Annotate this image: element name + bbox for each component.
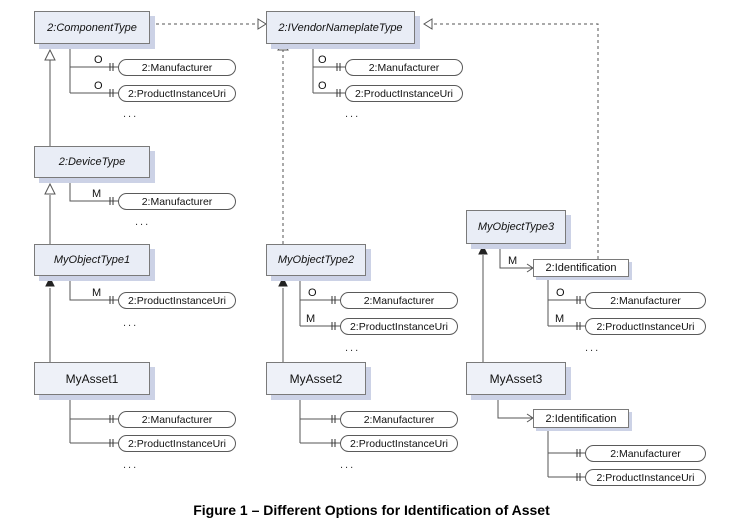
property-product-instance-uri: 2:ProductInstanceUri [118,292,236,309]
property-manufacturer: 2:Manufacturer [340,292,458,309]
ellipsis: ... [585,342,601,354]
property-tick [331,415,336,423]
interface-arrowhead [277,41,289,51]
interface-arrowhead [423,18,433,30]
connector [425,23,599,259]
property-tick [576,473,581,481]
my-asset1-box: MyAsset1 [34,362,150,395]
type-definition-arrowhead [478,244,488,255]
property-tick [109,197,114,205]
modelling-rule-optional: O [308,287,317,299]
ellipsis: ... [135,216,151,228]
modelling-rule-mandatory: M [508,255,518,267]
type-definition-arrowhead [45,276,55,287]
property-manufacturer: 2:Manufacturer [118,193,236,210]
identification-object: 2:Identification [533,409,629,428]
property-product-instance-uri: 2:ProductInstanceUri [340,318,458,335]
connector [69,178,118,202]
ellipsis: ... [123,108,139,120]
property-tick [331,296,336,304]
subtype-arrowhead [44,48,56,61]
modelling-rule-optional: O [94,54,103,66]
my-asset2-box: MyAsset2 [266,362,366,395]
my-object-type3-box: MyObjectType3 [466,210,566,244]
connector [69,276,118,301]
my-object-type1-box: MyObjectType1 [34,244,150,276]
property-tick [331,439,336,447]
property-product-instance-uri: 2:ProductInstanceUri [585,469,706,486]
property-tick [109,63,114,71]
property-product-instance-uri: 2:ProductInstanceUri [585,318,706,335]
ellipsis: ... [123,459,139,471]
property-manufacturer: 2:Manufacturer [585,292,706,309]
property-manufacturer: 2:Manufacturer [118,411,236,428]
figure-caption: Figure 1 – Different Options for Identif… [193,502,550,518]
component-type-box: 2:ComponentType [34,11,150,44]
property-product-instance-uri: 2:ProductInstanceUri [340,435,458,452]
property-tick [576,296,581,304]
property-tick [336,89,341,97]
modelling-rule-optional: O [318,80,327,92]
ellipsis: ... [345,108,361,120]
property-tick [576,322,581,330]
ellipsis: ... [345,342,361,354]
property-tick [336,63,341,71]
property-product-instance-uri: 2:ProductInstanceUri [118,435,236,452]
property-manufacturer: 2:Manufacturer [118,59,236,76]
property-manufacturer: 2:Manufacturer [340,411,458,428]
vendor-nameplate-type-box: 2:IVendorNameplateType [266,11,415,44]
property-product-instance-uri: 2:ProductInstanceUri [345,85,463,102]
interface-arrowhead [257,18,267,30]
property-tick [109,89,114,97]
device-type-box: 2:DeviceType [34,146,150,178]
modelling-rule-mandatory: M [555,313,565,325]
property-manufacturer: 2:Manufacturer [585,445,706,462]
modelling-rule-optional: O [556,287,565,299]
subtype-arrowhead [44,182,56,195]
property-manufacturer: 2:Manufacturer [345,59,463,76]
property-tick [109,296,114,304]
property-tick [109,415,114,423]
ellipsis: ... [340,459,356,471]
property-tick [109,439,114,447]
ellipsis: ... [123,317,139,329]
connector [497,395,532,419]
modelling-rule-mandatory: M [306,313,316,325]
my-asset3-box: MyAsset3 [466,362,566,395]
identification-object: 2:Identification [533,259,629,277]
modelling-rule-mandatory: M [92,287,102,299]
type-definition-arrowhead [278,276,288,287]
my-object-type2-box: MyObjectType2 [266,244,366,276]
modelling-rule-optional: O [94,80,103,92]
property-tick [576,449,581,457]
property-tick [331,322,336,330]
property-product-instance-uri: 2:ProductInstanceUri [118,85,236,102]
modelling-rule-optional: O [318,54,327,66]
connector [499,244,532,269]
modelling-rule-mandatory: M [92,188,102,200]
